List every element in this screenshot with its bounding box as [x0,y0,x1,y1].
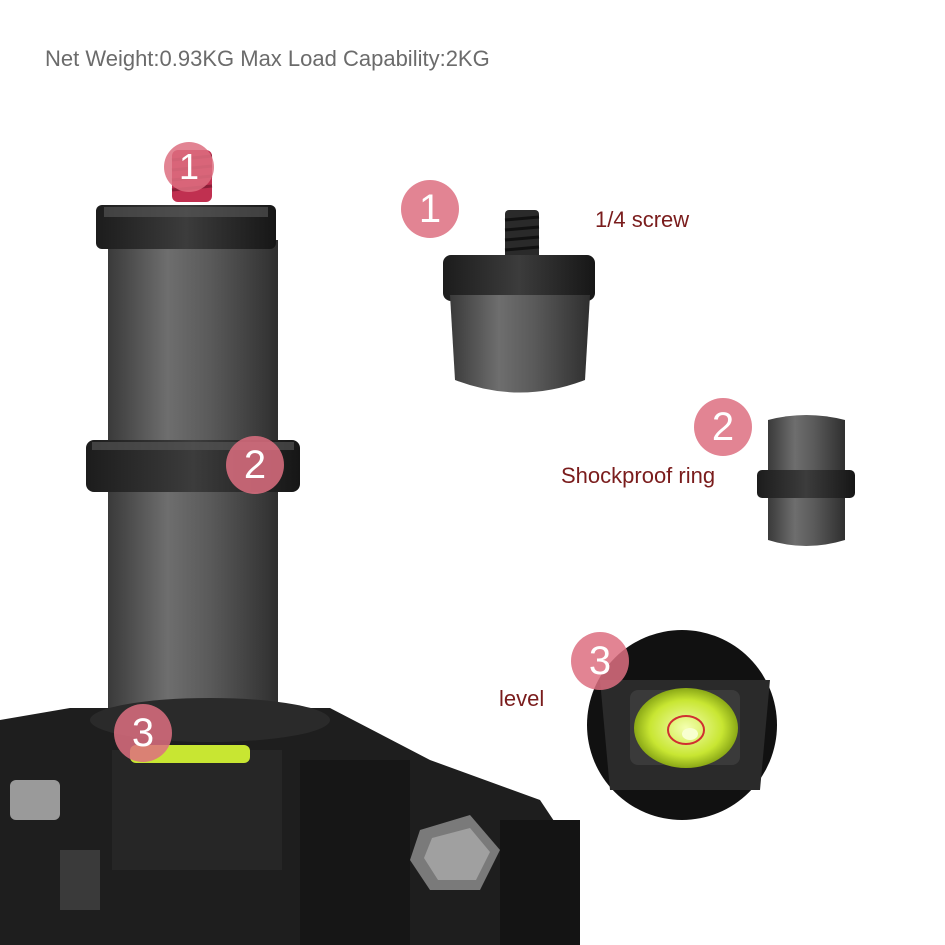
spec-text: Net Weight:0.93KG Max Load Capability:2K… [45,46,490,71]
badge-1-detail: 1 [401,180,459,238]
label-shockproof-ring: Shockproof ring [561,463,716,488]
badge-3-detail: 3 [571,632,629,690]
center-column [86,150,300,710]
badge-2-detail: 2 [694,398,752,456]
label-level: level [499,686,545,711]
badge-2-column: 2 [226,436,284,494]
label-screw: 1/4 screw [595,207,690,232]
tripod-base [0,698,580,945]
level-detail [587,630,777,820]
screw-adapter-detail [443,210,595,393]
shockproof-ring-detail [757,415,855,546]
badge-3-column: 3 [114,704,172,762]
badge-1-column: 1 [164,142,214,192]
